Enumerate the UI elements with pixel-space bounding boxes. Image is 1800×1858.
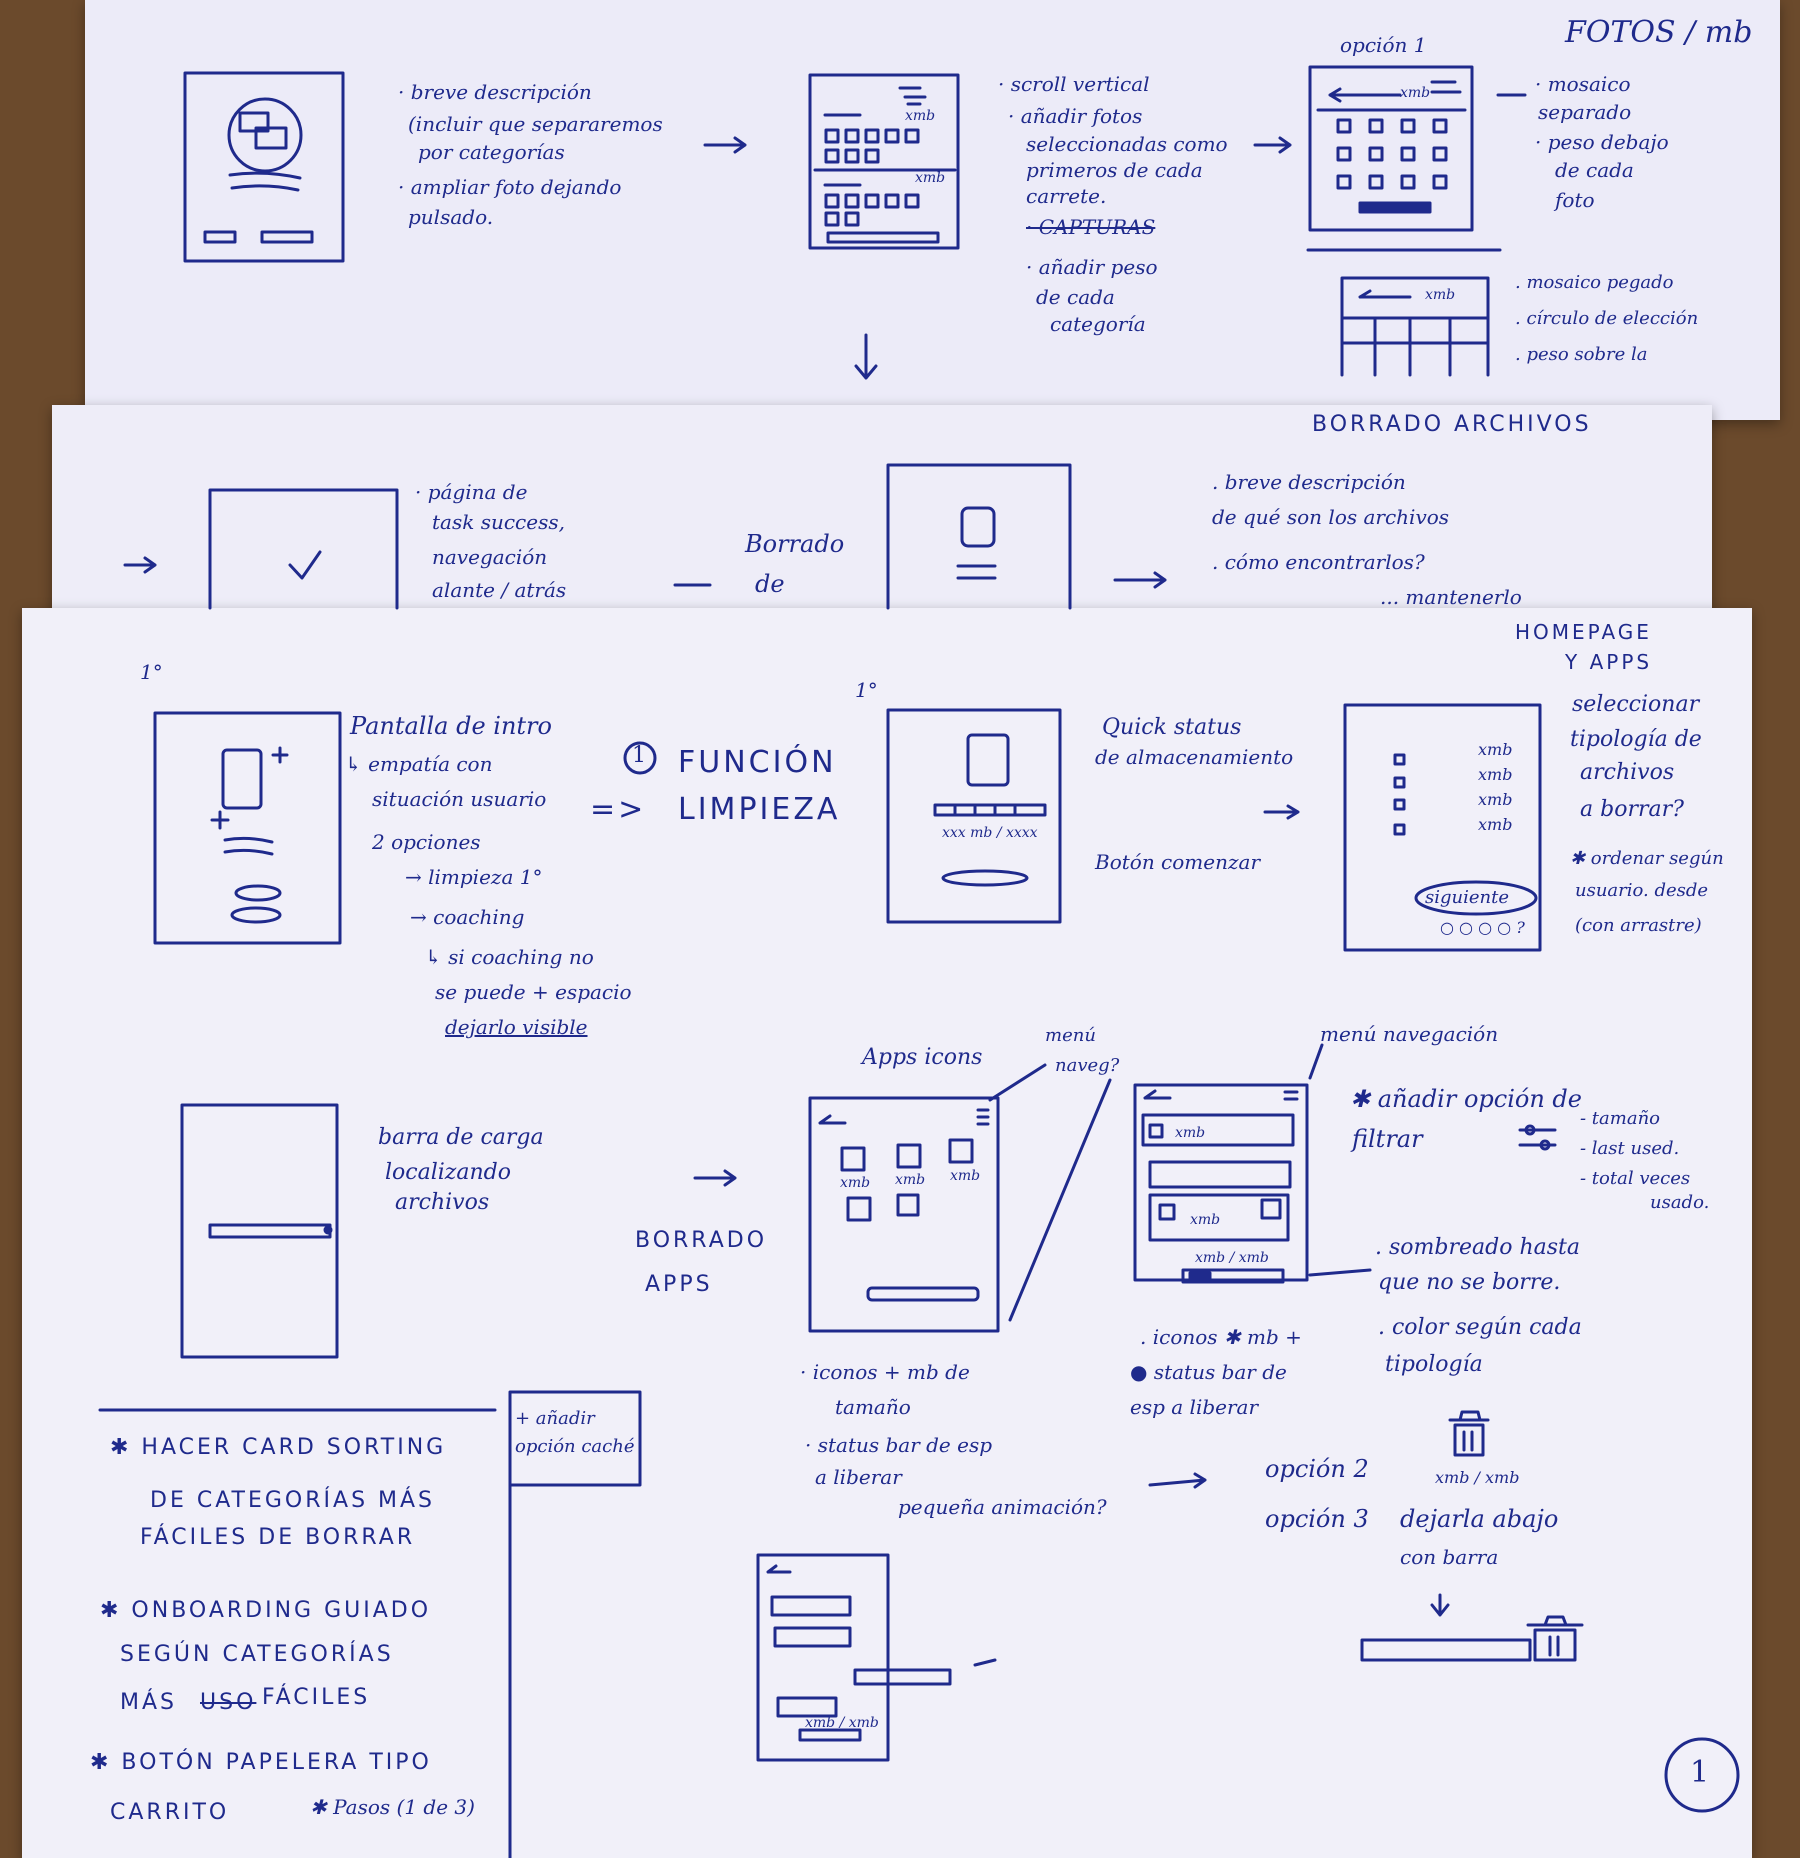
mini-bar-text: xmb / xmb	[805, 1715, 879, 1731]
wire-apps-list	[1133, 1083, 1309, 1284]
pagination-dots: ○ ○ ○ ○ ?	[1440, 918, 1525, 937]
grid-xmb-2: xmb	[915, 170, 946, 186]
sheet-borrado-archivos	[52, 405, 1712, 630]
funcion-number: 1	[632, 743, 646, 768]
wire-mini-animation	[756, 1553, 952, 1762]
wire-apps-grid	[808, 1096, 1000, 1333]
animacion-label: pequeña animación?	[898, 1495, 1107, 1519]
opcion2-label: opción 2	[1265, 1455, 1369, 1483]
trash-icon-opt2	[1448, 1410, 1490, 1457]
sheet-fotos	[85, 0, 1780, 420]
list-row-text-2: xmb	[1190, 1212, 1221, 1228]
list-bar-text: xmb / xmb	[1195, 1250, 1269, 1266]
wire-quick-status	[886, 708, 1062, 924]
wire-fotos-option2	[1340, 276, 1490, 377]
option1-xmb: xmb	[1400, 85, 1431, 101]
list-row-text-1: xmb	[1175, 1125, 1206, 1141]
wire-fotos-grid	[808, 73, 960, 250]
marker-1-status: 1°	[855, 678, 878, 702]
option2-xmb: xmb	[1425, 287, 1456, 303]
option1-label: opción 1	[1340, 33, 1427, 57]
trash-bar-opt3	[1360, 1615, 1584, 1662]
wire-intro	[153, 711, 342, 945]
sheet1-title: FOTOS / mb	[1565, 15, 1753, 50]
wire-loading	[180, 1103, 339, 1359]
wire-fotos-option1	[1306, 65, 1502, 252]
menu-navegacion-label: menú navegación	[1320, 1022, 1499, 1046]
wire-fotos-intro	[183, 71, 345, 263]
wire-select-types	[1343, 703, 1542, 952]
arrow-double: =>	[590, 792, 647, 827]
sheet2-title: BORRADO ARCHIVOS	[1312, 412, 1592, 437]
marker-1-intro: 1°	[140, 660, 163, 684]
grid-xmb-1: xmb	[905, 108, 936, 124]
apps-icons-label: Apps icons	[862, 1045, 983, 1070]
page-number: 1	[1690, 1755, 1710, 1790]
storage-status-text: xxx mb / xxxx	[942, 825, 1038, 841]
opcion2-sub: xmb / xmb	[1435, 1468, 1520, 1487]
siguiente-button: siguiente	[1425, 887, 1509, 908]
